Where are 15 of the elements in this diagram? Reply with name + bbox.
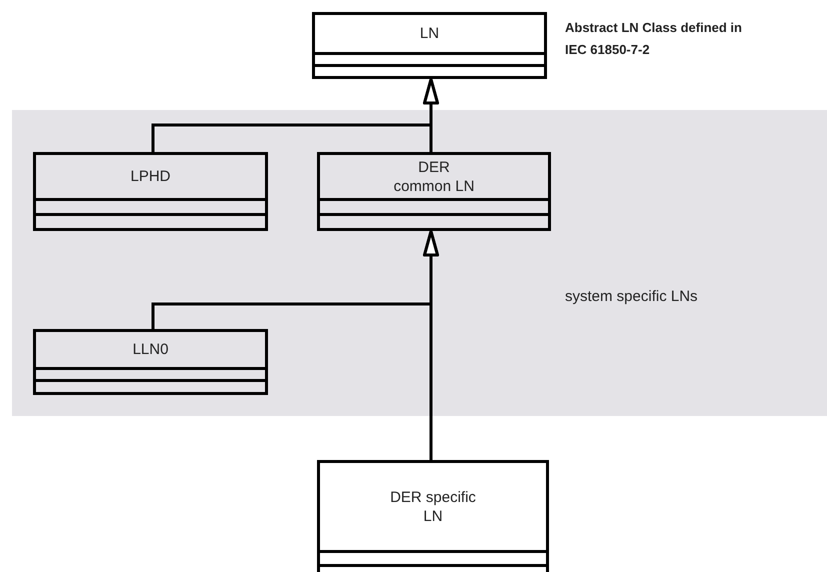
class-name: LN: [420, 24, 440, 43]
inheritance-arrow: [423, 230, 439, 460]
uml-class-box: [317, 460, 549, 572]
uml-class-box: [33, 152, 268, 231]
region-label: system specific LNs: [565, 287, 698, 307]
class-name: LPHD: [130, 167, 170, 186]
class-name: DER common LN: [392, 158, 476, 196]
uml-class-box: [312, 12, 547, 79]
shaded-region: [12, 110, 827, 416]
class-name: LLN0: [132, 340, 168, 359]
class-name: DER specific LN: [389, 488, 477, 526]
uml-class-box: [317, 152, 551, 231]
class-note: Abstract LN Class defined in IEC 61850-7-2: [565, 19, 743, 59]
uml-class-box: [33, 329, 268, 395]
inheritance-arrow: [423, 78, 439, 152]
